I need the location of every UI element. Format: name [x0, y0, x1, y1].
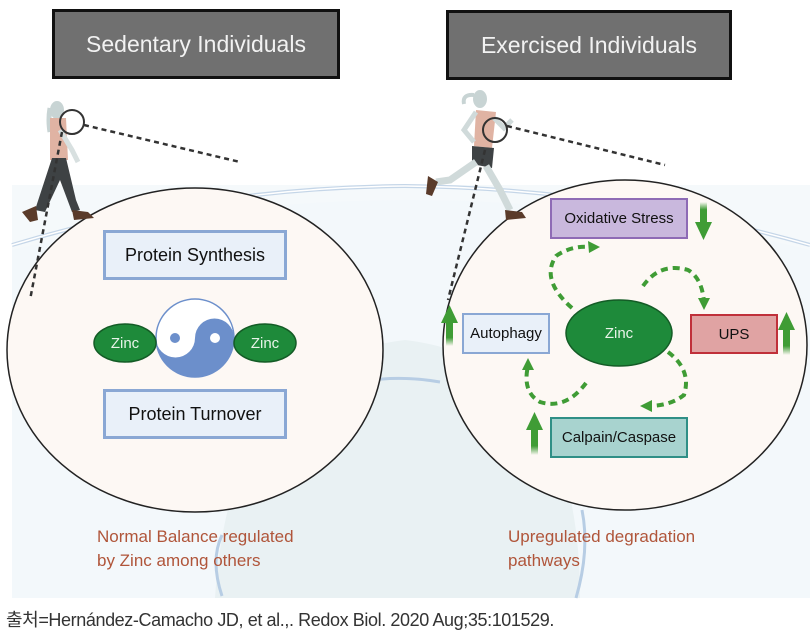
green-arrow-up-icon [778, 312, 795, 355]
sedentary-title: Sedentary Individuals [52, 9, 340, 79]
source-citation: 출처=Hernández-Camacho JD, et al.,. Redox … [6, 610, 554, 630]
yin-yang-icon [155, 298, 235, 378]
zinc-left-shape [93, 323, 157, 363]
sedentary-caption: Normal Balance regulated by Zinc among o… [97, 525, 294, 573]
arrow-zinc-to-autophagy [524, 365, 588, 406]
oxidative-stress-box: Oxidative Stress [550, 198, 688, 239]
sedentary-caption-line1: Normal Balance regulated [97, 527, 294, 546]
protein-synthesis-box: Protein Synthesis [103, 230, 287, 280]
pathway-arrows [524, 244, 706, 408]
magnify-ring [482, 117, 508, 143]
zinc-right-shape [233, 323, 297, 363]
green-arrow-up-icon [526, 412, 543, 455]
walking-person-icon [22, 101, 94, 222]
protein-turnover-box: Protein Turnover [103, 389, 287, 439]
zoom-line [446, 149, 487, 301]
running-person-icon [426, 90, 526, 220]
zinc-left-label: Zinc [110, 334, 140, 352]
ups-box: UPS [690, 314, 778, 354]
exercised-caption: Upregulated degradation pathways [508, 525, 695, 573]
exercised-caption-line1: Upregulated degradation [508, 527, 696, 546]
arrow-zinc-to-ups [641, 266, 706, 303]
exercised-title: Exercised Individuals [446, 10, 732, 80]
zinc-center-label: Zinc [604, 324, 634, 342]
magnify-ring [59, 109, 85, 135]
arrow-zinc-to-oxidative [548, 244, 593, 310]
autophagy-box: Autophagy [462, 313, 550, 354]
green-arrow-up-icon [441, 305, 458, 346]
zinc-right-label: Zinc [250, 334, 280, 352]
calpain-caspase-box: Calpain/Caspase [550, 417, 688, 458]
cell-membrane-right [574, 509, 587, 599]
zoom-line [83, 123, 241, 164]
zinc-center-shape [565, 299, 673, 367]
green-arrow-down-icon [695, 202, 712, 240]
zoom-line [28, 131, 64, 301]
zoom-line [506, 124, 666, 167]
exercised-caption-line2: pathways [508, 551, 580, 570]
sedentary-caption-line2: by Zinc among others [97, 551, 261, 570]
cell-membrane-left [214, 534, 224, 597]
arrow-zinc-to-calpain [647, 350, 688, 408]
